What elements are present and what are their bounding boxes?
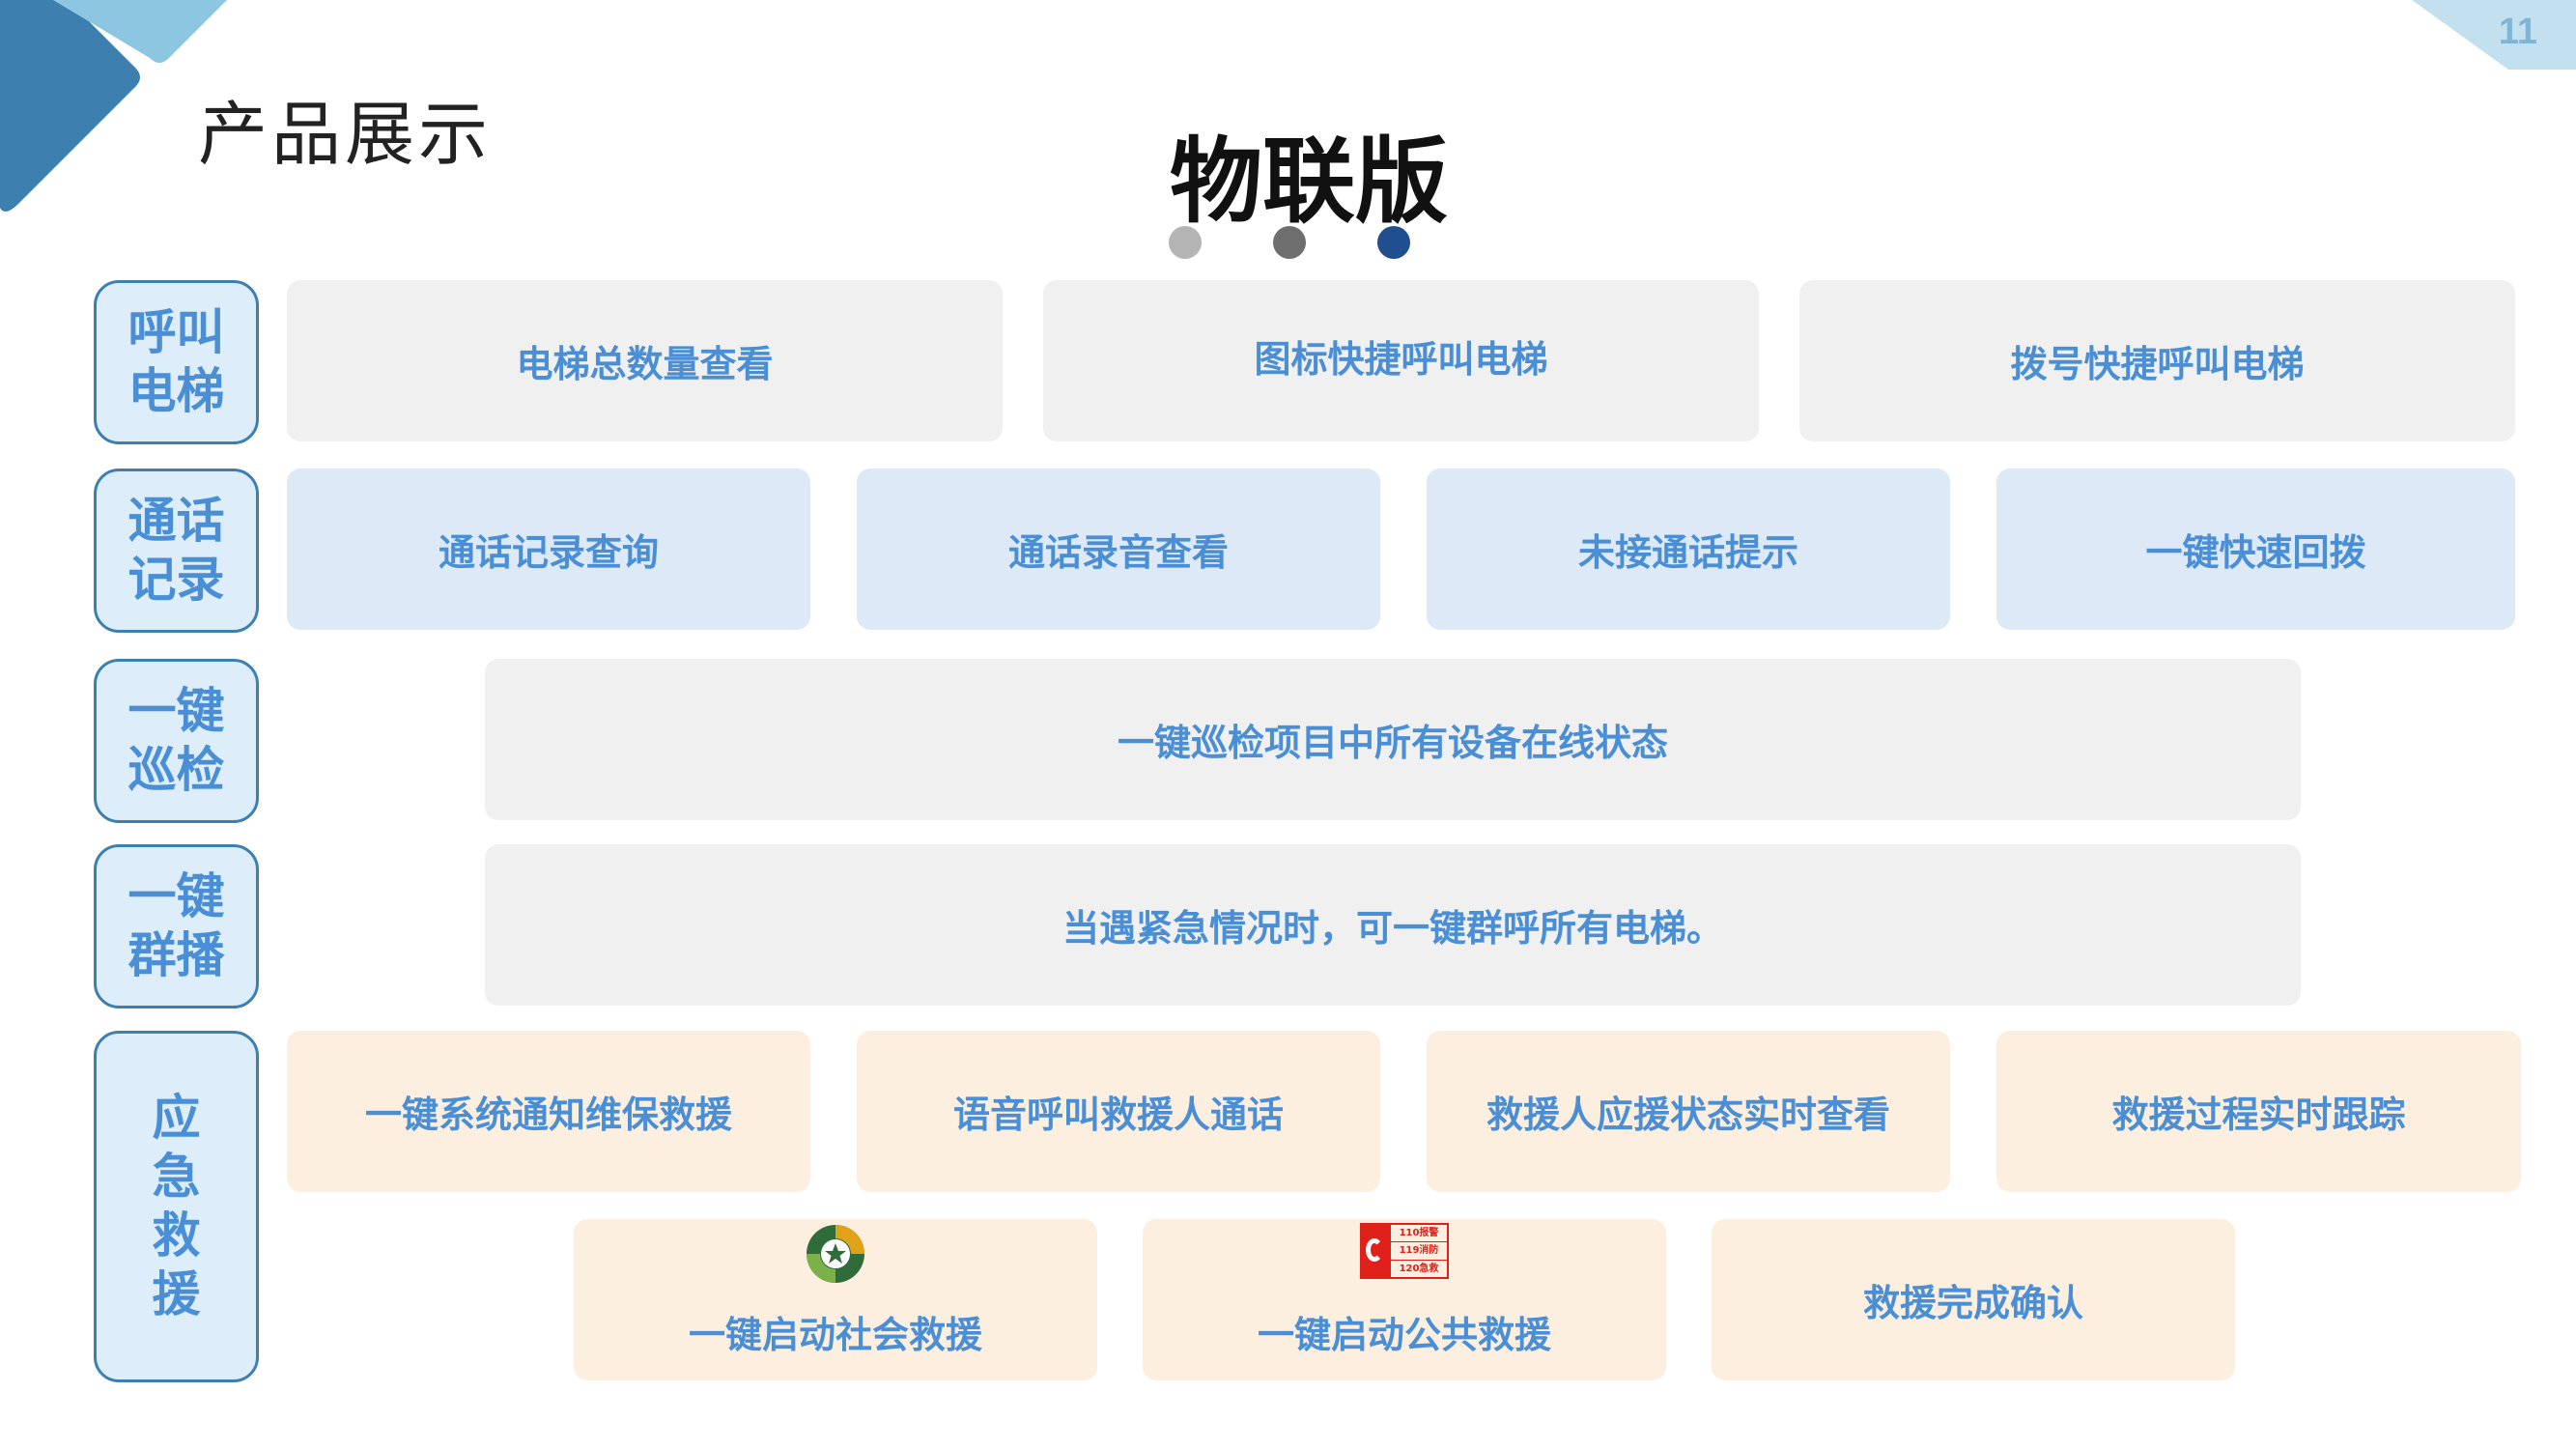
- feature-label: 救援完成确认: [1862, 1282, 2083, 1324]
- feature-label: 语音呼叫救援人通话: [952, 1094, 1284, 1136]
- feature-label: 一键系统通知维保救援: [364, 1094, 732, 1136]
- feature-card-rescue-complete[interactable]: 救援完成确认: [1712, 1219, 2235, 1380]
- hotline-numbers: 110报警 119消防 120急救: [1389, 1223, 1449, 1279]
- corner-decoration-light: [53, 0, 227, 63]
- row-label-text: 呼叫电梯: [127, 304, 225, 419]
- corner-decoration-right: [2412, 0, 2576, 70]
- feature-card-missed-call-alert[interactable]: 未接通话提示: [1427, 469, 1950, 630]
- feature-label: 电梯总数量查看: [516, 343, 774, 385]
- page-number: 11: [2498, 12, 2537, 52]
- pager-dot-3[interactable]: [1377, 226, 1410, 259]
- row-label-text: 应急救援: [152, 1090, 201, 1322]
- row-label-call-records: 通话记录: [94, 469, 259, 633]
- corner-decoration-dark: [0, 0, 140, 212]
- feature-card-voice-call-rescuer[interactable]: 语音呼叫救援人通话: [857, 1031, 1380, 1192]
- row-label-broadcast: 一键群播: [94, 844, 259, 1009]
- feature-card-social-rescue[interactable]: 一键启动社会救援: [574, 1219, 1097, 1380]
- row-label-text: 一键群播: [127, 868, 225, 983]
- row-label-call-elevator: 呼叫电梯: [94, 280, 259, 444]
- hotline-110: 110报警: [1391, 1225, 1447, 1243]
- row-label-inspection: 一键巡检: [94, 659, 259, 823]
- public-emergency-hotline-icon: 110报警 119消防 120急救: [1360, 1223, 1449, 1279]
- pager-dot-1[interactable]: [1169, 226, 1202, 259]
- feature-card-quick-callback[interactable]: 一键快速回拨: [1996, 469, 2515, 630]
- section-title: 产品展示: [198, 94, 493, 175]
- feature-label: 当遇紧急情况时，可一键群呼所有电梯。: [1062, 907, 1723, 950]
- feature-label: 通话记录查询: [438, 531, 659, 574]
- row-label-text: 一键巡检: [127, 683, 225, 798]
- feature-label: 未接通话提示: [1577, 531, 1798, 574]
- feature-card-notify-maintenance[interactable]: 一键系统通知维保救援: [287, 1031, 810, 1192]
- main-title: 物联版: [1170, 127, 1448, 236]
- pager-dot-2[interactable]: [1273, 226, 1306, 259]
- feature-label: 一键启动社会救援: [688, 1314, 982, 1356]
- feature-card-call-record-query[interactable]: 通话记录查询: [287, 469, 810, 630]
- rescue-badge-icon: [807, 1225, 864, 1283]
- row-label-emergency: 应急救援: [94, 1031, 259, 1382]
- feature-label: 一键快速回拨: [2145, 531, 2366, 574]
- feature-card-public-rescue[interactable]: 110报警 119消防 120急救 一键启动公共救援: [1143, 1219, 1666, 1380]
- feature-card-device-status[interactable]: 一键巡检项目中所有设备在线状态: [485, 659, 2301, 820]
- hotline-120: 120急救: [1399, 1263, 1439, 1274]
- feature-label: 救援人应援状态实时查看: [1486, 1094, 1890, 1136]
- hotline-logo-mark: [1360, 1223, 1389, 1279]
- feature-label: 一键巡检项目中所有设备在线状态: [1117, 722, 1668, 764]
- feature-card-recording-view[interactable]: 通话录音查看: [857, 469, 1380, 630]
- feature-card-elevator-count[interactable]: 电梯总数量查看: [287, 280, 1003, 441]
- feature-card-dial-quick-call[interactable]: 拨号快捷呼叫电梯: [1799, 280, 2515, 441]
- hotline-119: 119消防: [1391, 1242, 1447, 1261]
- feature-card-rescue-tracking[interactable]: 救援过程实时跟踪: [1996, 1031, 2521, 1192]
- feature-label: 拨号快捷呼叫电梯: [2010, 343, 2305, 385]
- feature-label: 一键启动公共救援: [1257, 1314, 1551, 1356]
- feature-label: 救援过程实时跟踪: [2111, 1094, 2406, 1136]
- feature-card-group-call[interactable]: 当遇紧急情况时，可一键群呼所有电梯。: [485, 844, 2301, 1006]
- feature-label: 通话录音查看: [1007, 531, 1229, 574]
- row-label-text: 通话记录: [127, 493, 225, 608]
- feature-card-icon-quick-call[interactable]: 图标快捷呼叫电梯: [1043, 280, 1759, 441]
- feature-card-rescuer-status[interactable]: 救援人应援状态实时查看: [1427, 1031, 1950, 1192]
- feature-label: 图标快捷呼叫电梯: [1254, 338, 1548, 381]
